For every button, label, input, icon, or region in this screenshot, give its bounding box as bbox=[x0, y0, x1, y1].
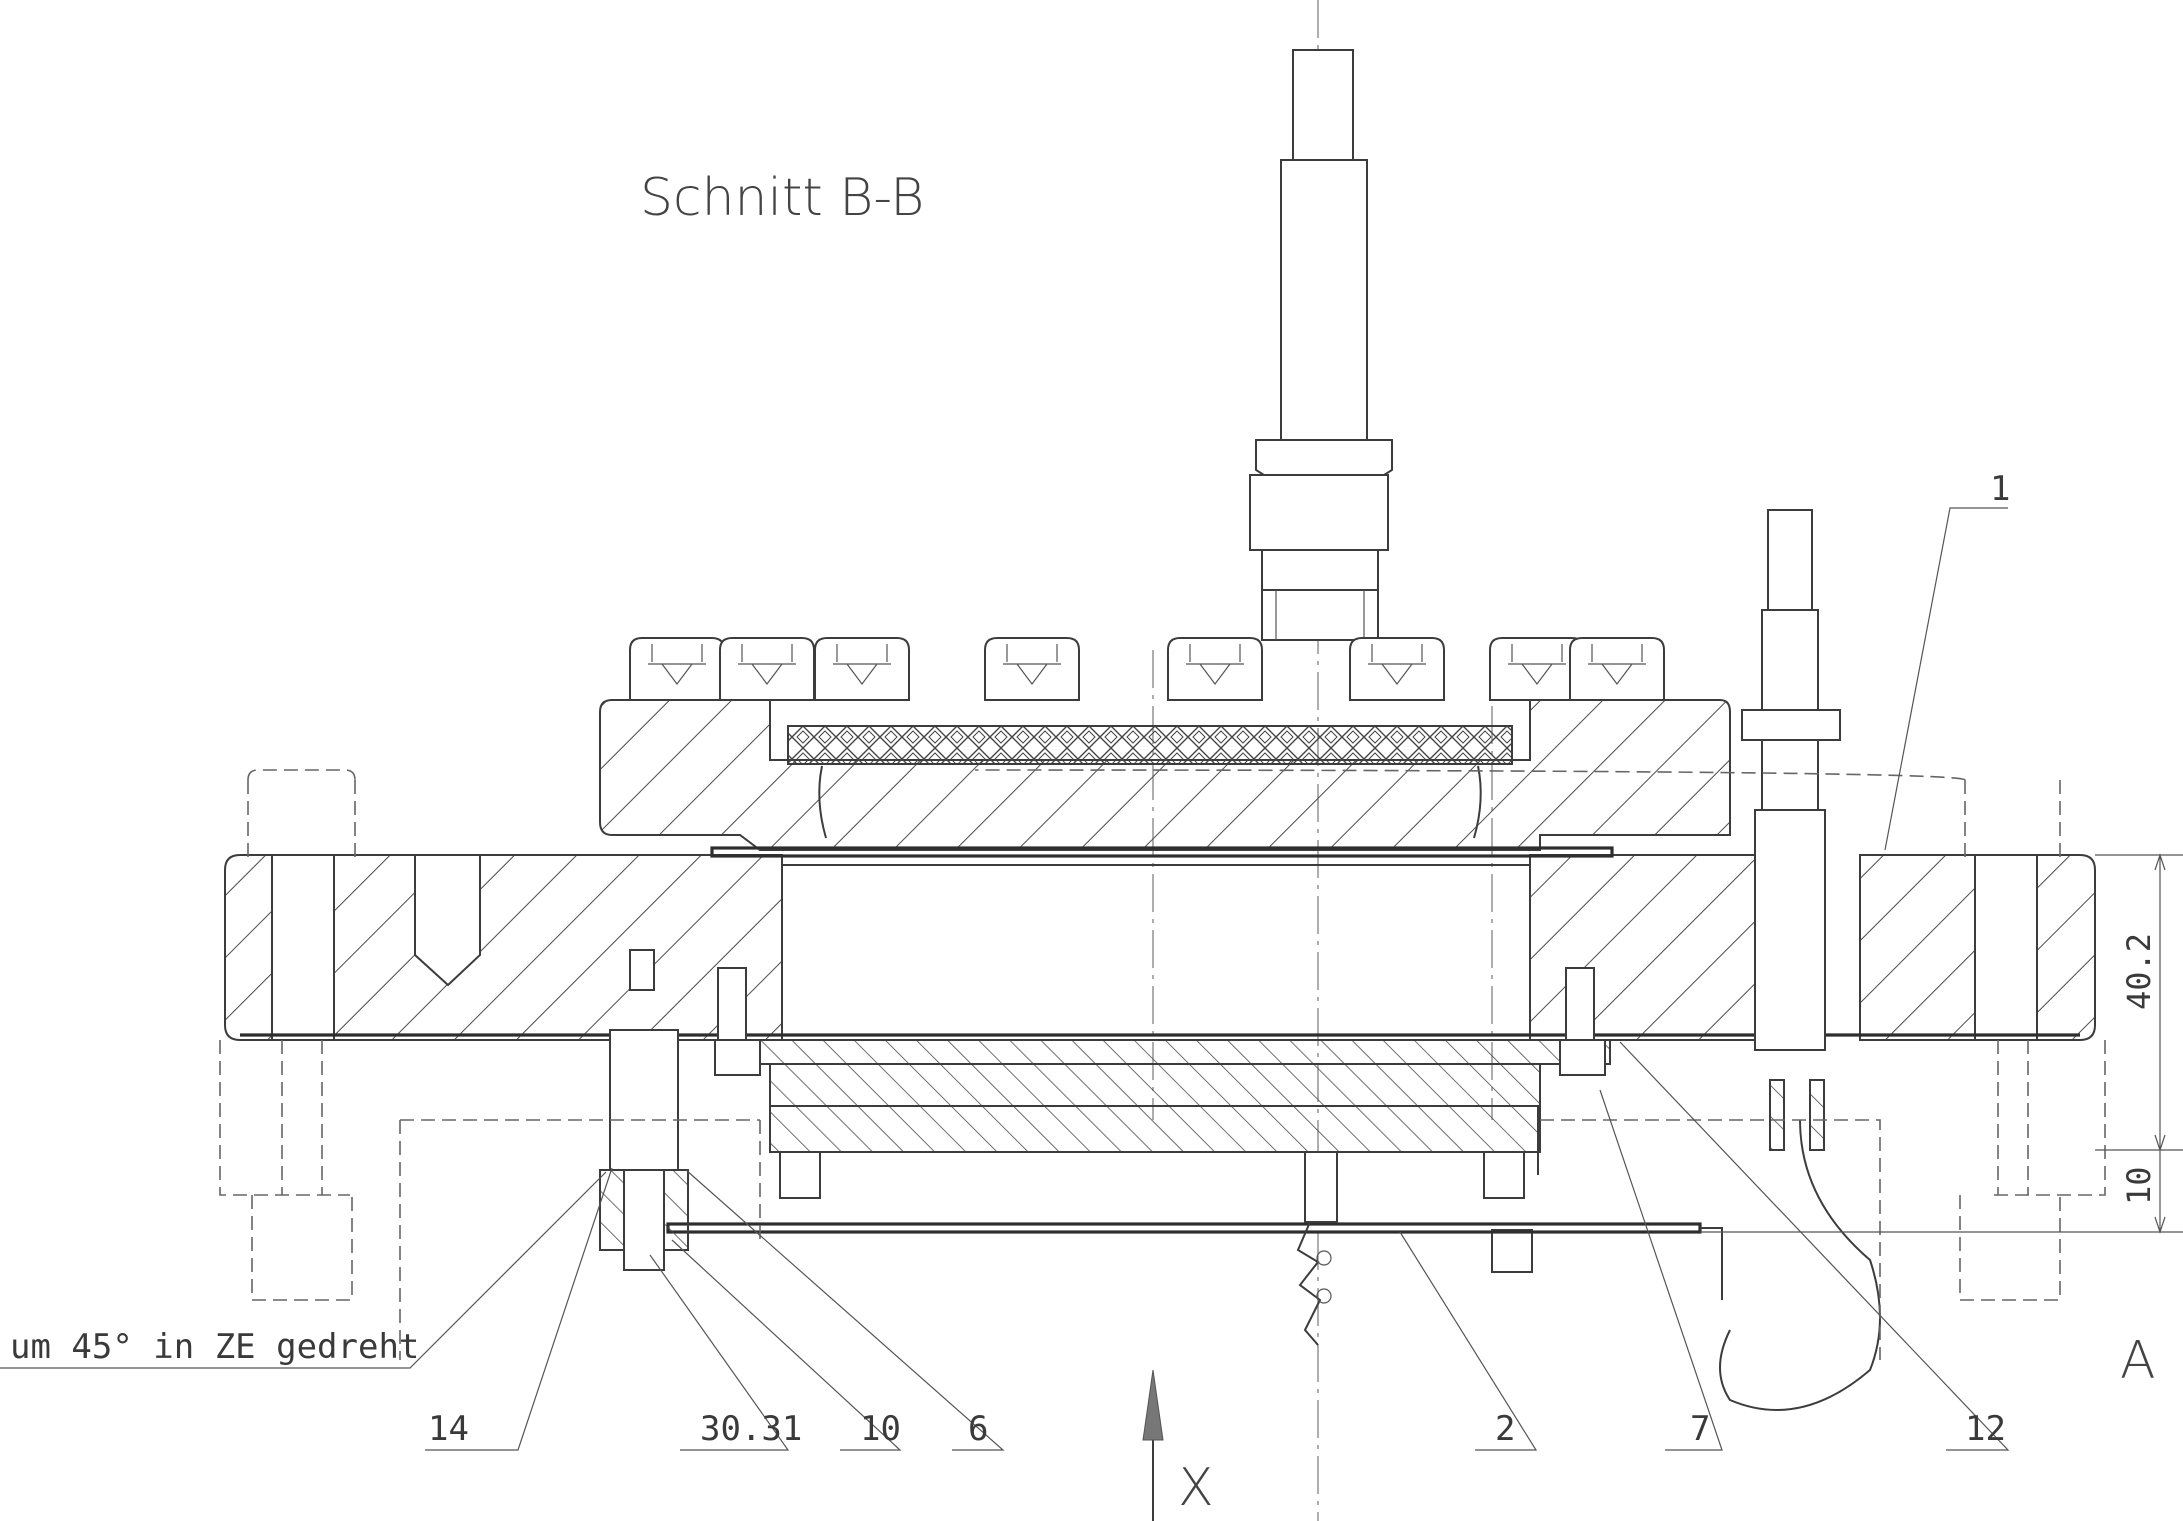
bottom-sheet bbox=[666, 1151, 1723, 1346]
part-label-1: 1 bbox=[1990, 469, 2010, 509]
standoff-bolt bbox=[599, 949, 689, 1271]
part-label-14: 14 bbox=[428, 1409, 469, 1449]
spindle bbox=[1249, 49, 1393, 641]
dimensions: 40.2 10 bbox=[1700, 853, 2183, 1234]
hidden-lines bbox=[219, 769, 2106, 1360]
dimension-40-2: 40.2 bbox=[2120, 933, 2158, 1010]
part-label-6: 6 bbox=[968, 1409, 988, 1449]
view-letter: A bbox=[2120, 1331, 2156, 1391]
dimension-10: 10 bbox=[2120, 1166, 2158, 1205]
probe-connector bbox=[1719, 509, 1881, 1411]
part-labels: 1 14 30.31 10 6 2 7 12 um 45° in ZE gedr… bbox=[10, 469, 2010, 1449]
part-label-10: 10 bbox=[860, 1409, 901, 1449]
lower-plates bbox=[714, 967, 1611, 1273]
cap-bolts bbox=[629, 637, 1665, 701]
section-title: Schnitt B-B bbox=[640, 168, 924, 228]
part-label-12: 12 bbox=[1965, 1409, 2006, 1449]
leader-lines bbox=[0, 507, 2010, 1451]
part-label-2: 2 bbox=[1495, 1409, 1515, 1449]
part-label-30-31: 30.31 bbox=[700, 1409, 802, 1449]
rotation-note: um 45° in ZE gedreht bbox=[10, 1327, 419, 1367]
axis-label-x: X bbox=[1178, 1458, 1214, 1518]
clamp-ring bbox=[599, 699, 1731, 851]
x-axis-arrow: X bbox=[1142, 1369, 1214, 1521]
part-label-7: 7 bbox=[1690, 1409, 1710, 1449]
